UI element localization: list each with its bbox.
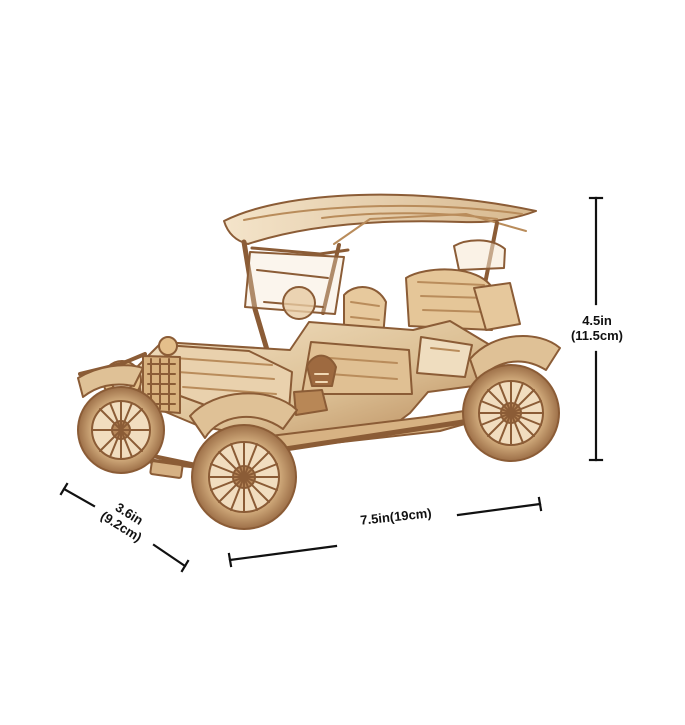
depth-dimension-line xyxy=(59,482,190,573)
wooden-car-model xyxy=(77,193,561,530)
front-wheel xyxy=(191,424,297,530)
rear-wheel xyxy=(462,364,560,462)
height-dimension-line xyxy=(588,196,604,462)
front-fender xyxy=(189,392,298,439)
height-dimension-label: 4.5in (11.5cm) xyxy=(558,313,636,343)
length-dimension-line xyxy=(227,496,543,568)
height-centimeters: (11.5cm) xyxy=(570,327,624,343)
windshield-frame xyxy=(244,251,345,315)
left-front-wheel xyxy=(77,386,165,474)
height-inches: 4.5in xyxy=(582,313,612,328)
